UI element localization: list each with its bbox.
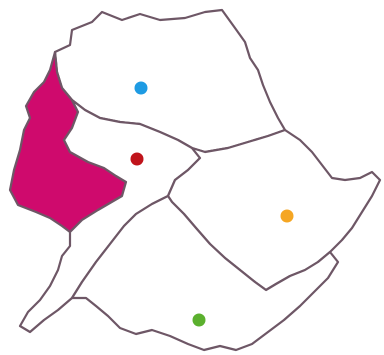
region-south[interactable] <box>70 194 340 352</box>
green-dot-icon[interactable] <box>192 313 206 327</box>
blue-dot-icon[interactable] <box>134 81 148 95</box>
red-dot-icon[interactable] <box>130 152 144 166</box>
orange-dot-icon[interactable] <box>280 209 294 223</box>
